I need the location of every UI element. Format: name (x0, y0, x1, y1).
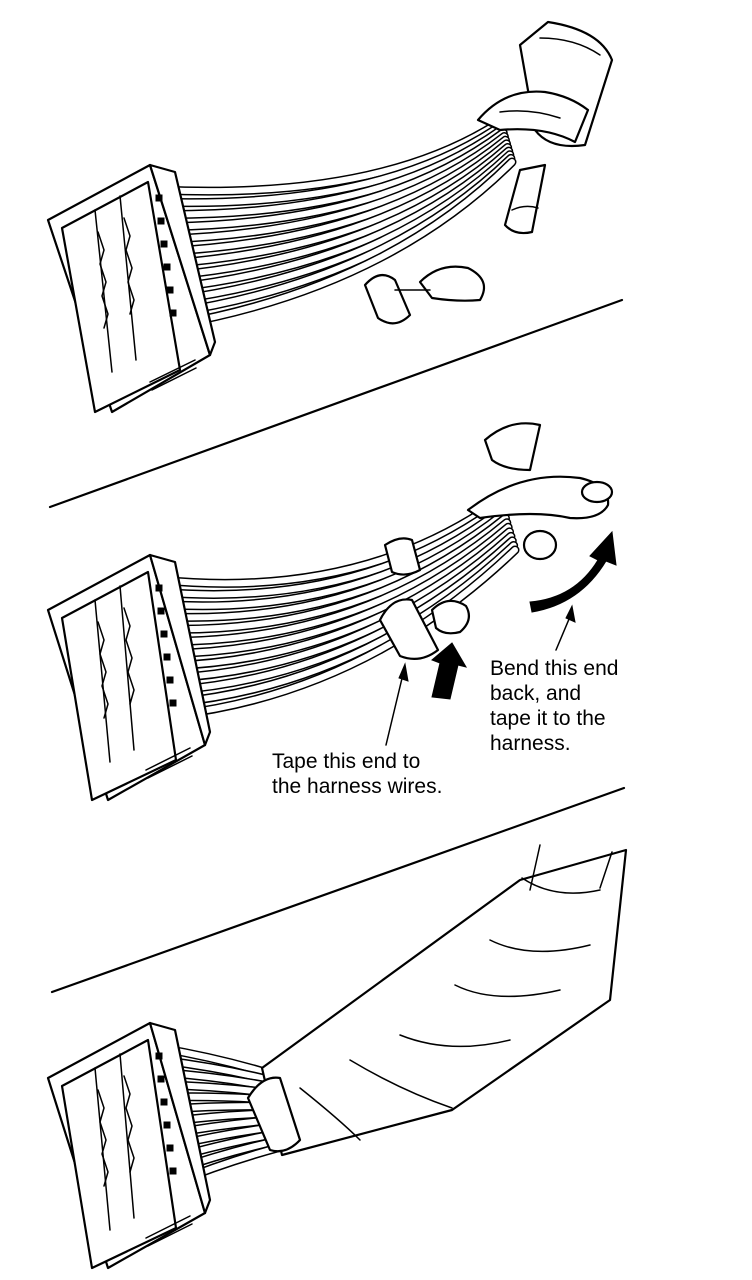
pointer-arrow-icon (555, 604, 576, 651)
step-3-panel (46, 844, 628, 1270)
connector (46, 163, 217, 414)
tape-wrap (246, 844, 628, 1157)
harness-wires (155, 117, 517, 330)
connector-pins (155, 584, 177, 707)
wire-fill (171, 547, 518, 718)
wire-fill (160, 129, 507, 230)
step-1-panel (46, 20, 614, 414)
tape-piece (363, 265, 486, 325)
wire-fill (157, 497, 503, 587)
wire-fill (158, 122, 505, 206)
connector (46, 553, 212, 802)
wire-fill (164, 140, 510, 267)
wire-fill (160, 510, 508, 621)
wire-fill (169, 542, 517, 706)
wire-fill (162, 515, 509, 633)
divider-1 (48, 298, 624, 509)
connector-pins (155, 1052, 177, 1175)
connector (46, 1021, 212, 1270)
step-2-panel: Bend this end back, and tape it to the h… (46, 422, 624, 802)
pointer-arrow-icon (385, 662, 409, 746)
wire-fill (165, 528, 513, 669)
wire-fill (162, 133, 508, 243)
wire-fill (159, 506, 506, 609)
callout-bend-end: Bend this end back, and tape it to the h… (490, 657, 624, 755)
connector-pins (155, 194, 177, 317)
tape-piece (383, 422, 542, 576)
wire-fill (163, 519, 510, 645)
wire-fill (164, 524, 512, 657)
divider-2 (50, 786, 626, 994)
up-arrow-icon (431, 642, 468, 700)
wire-fill (158, 501, 505, 598)
wire-fill (167, 533, 514, 682)
wire-fill (163, 137, 509, 255)
wire-fill (171, 159, 515, 328)
harness-wires (155, 495, 520, 720)
tape-wrap (378, 598, 471, 661)
wire-fill (159, 126, 506, 218)
wire-fill (157, 119, 503, 195)
tape-wrap (476, 90, 590, 144)
tape-loop (466, 475, 614, 561)
bend-arrow-icon (529, 530, 617, 613)
wire-fill (168, 537, 516, 694)
callout-tape-end: Tape this end to the harness wires. (272, 750, 442, 798)
taped-wire-end (503, 163, 547, 235)
